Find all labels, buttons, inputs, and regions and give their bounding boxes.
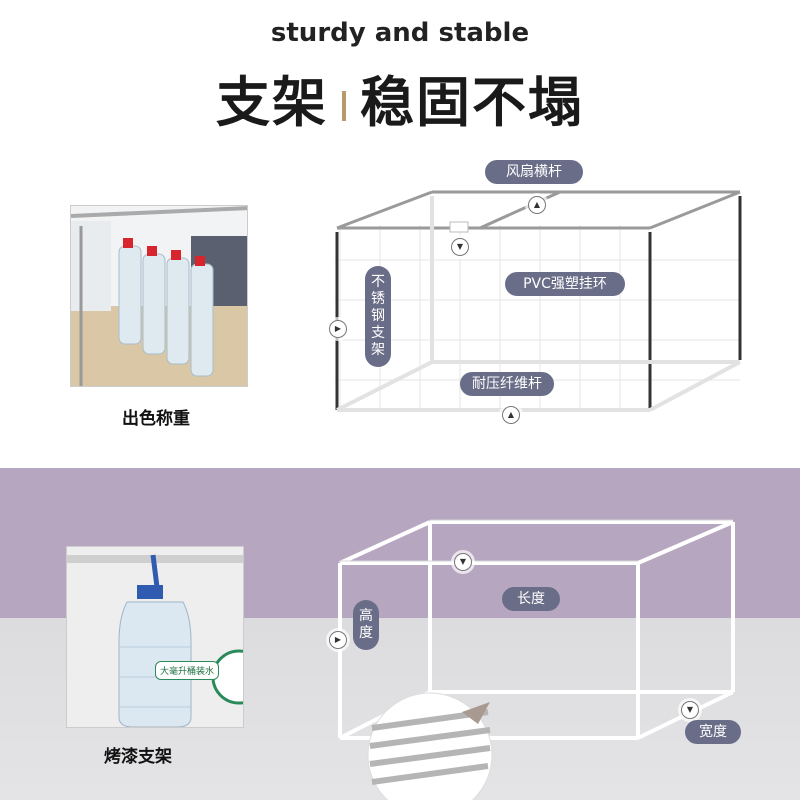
marker-steel-frame: ▶ [329, 320, 347, 338]
marker-pvc-ring: ▼ [451, 238, 469, 256]
page-title: 支架稳固不塌 [0, 58, 800, 137]
label-pvc-ring: PVC强塑挂环 [505, 272, 625, 296]
weight-photo [70, 205, 248, 387]
marker-length: ▼ [454, 553, 472, 571]
label-steel-frame: 不锈钢支架 [365, 266, 391, 367]
photo-tag: 大毫升桶装水 [155, 661, 220, 680]
label-fiber-bar: 耐压纤维杆 [460, 372, 554, 396]
label-length: 长度 [502, 587, 560, 611]
painted-frame-photo: 大毫升桶装水 [66, 546, 244, 728]
label-width: 宽度 [685, 720, 741, 744]
weight-caption: 出色称重 [122, 409, 190, 429]
label-fan-bar: 风扇横杆 [485, 160, 583, 184]
marker-width: ▼ [681, 701, 699, 719]
marker-fiber-bar: ▲ [502, 406, 520, 424]
title-divider [342, 91, 346, 122]
subtitle: sturdy and stable [270, 18, 530, 48]
weight-photo-drawing [71, 206, 247, 386]
painted-frame-photo-drawing [67, 547, 243, 727]
marker-fan-bar: ▲ [528, 196, 546, 214]
label-height: 高度 [353, 600, 379, 650]
painted-caption: 烤漆支架 [104, 747, 172, 767]
marker-height: ▶ [329, 631, 347, 649]
title-right: 稳固不塌 [360, 71, 584, 134]
title-left: 支架 [216, 71, 328, 134]
